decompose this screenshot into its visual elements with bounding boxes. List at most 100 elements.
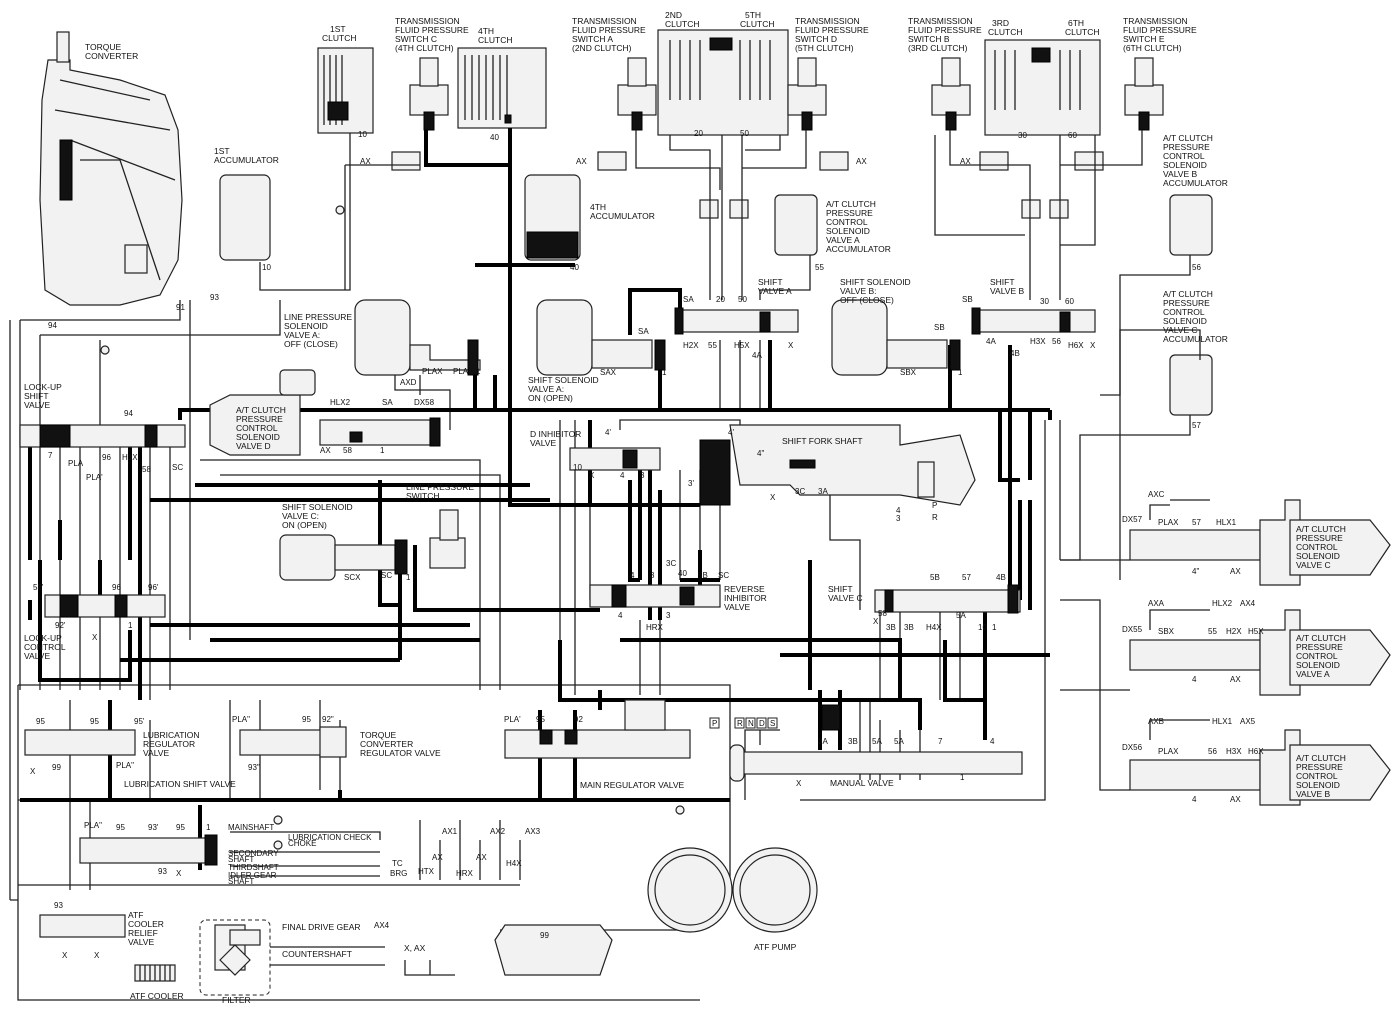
label-port-labels-p91: 91 [176, 303, 185, 312]
label-components-d-inhibitor-1: VALVE [530, 438, 556, 448]
label-d-inhibitor: D INHIBITOR VALVE [530, 429, 584, 448]
label-components-lubrication-regulator-2: VALVE [143, 748, 169, 758]
label-x-ax: X, AX [404, 943, 426, 953]
label-components-solenoid-d-0: A/T CLUTCH [236, 405, 286, 415]
label-port-labels-p30: 30 [1040, 297, 1049, 306]
label-shift-solenoid-c: SHIFT SOLENOID VALVE C: ON (OPEN) [282, 502, 355, 530]
label-components-lockup-control-0: LOCK-UP [24, 633, 62, 643]
label-port-labels-ax8: AX [1230, 795, 1241, 804]
label-components-reverse-inhibitor-2: VALVE [724, 602, 750, 612]
label-components-switch-d-0: TRANSMISSION [795, 16, 860, 26]
label-port-labels-p4b: 4B [1010, 349, 1020, 358]
label-port-labels-p4e: 4 [1192, 795, 1197, 804]
label-port-labels-p99b: 99 [540, 931, 549, 940]
label-atf-pump: ATF PUMP [754, 942, 797, 952]
label-components-accumulator-1st-1: ACCUMULATOR [214, 155, 279, 165]
label-port-labels-dx57: DX57 [1122, 515, 1143, 524]
at-solenoid-d-valve [209, 369, 441, 456]
label-port-labels-p4a: 4A [752, 351, 762, 360]
label-port-labels-acc55: 55 [815, 263, 824, 272]
label-components-tc-regulator-1: CONVERTER [360, 739, 413, 749]
shift-solenoid-c-valve [279, 534, 408, 581]
label-components-tc-regulator-2: REGULATOR VALVE [360, 748, 441, 758]
label-components-clutch-6th-0: 6TH [1068, 18, 1084, 28]
label-port-labels-ax3b: AX3 [525, 827, 541, 836]
label-port-labels-p3cb: 3C [666, 559, 676, 568]
label-port-labels-ax2: AX [576, 157, 587, 166]
label-port-labels-p20: 20 [716, 295, 725, 304]
label-port-labels-c30: 30 [1018, 131, 1027, 140]
label-port-labels-pla3: PLA' [86, 473, 103, 482]
port-labels: 10 40 20 50 30 60 AX AX AX AX 10 40 55 5… [30, 129, 1264, 960]
label-port-labels-h2x: H2X [683, 341, 699, 350]
label-port-labels-sc3: SC [718, 571, 729, 580]
label-components-accumulator-4th-0: 4TH [590, 202, 606, 212]
label-components-switch-e-0: TRANSMISSION [1123, 16, 1188, 26]
label-port-labels-dx55: DX55 [1122, 625, 1143, 634]
label-port-labels-p57b: 57 [1192, 518, 1201, 527]
label-acc-valve-a: A/T CLUTCH PRESSURE CONTROL SOLENOID VAL… [826, 199, 891, 254]
label-components-shift-solenoid-c-2: ON (OPEN) [282, 520, 327, 530]
label-switch-c: TRANSMISSION FLUID PRESSURE SWITCH C (4T… [395, 16, 471, 53]
label-lockup-control: LOCK-UP CONTROL VALVE [24, 633, 68, 661]
gear-position-r: R [737, 719, 743, 728]
label-port-labels-htx: HTX [418, 867, 435, 876]
label-components-solenoid-b-2: CONTROL [1296, 771, 1338, 781]
shaft-labels: MAINSHAFT SECONDARY SHAFT THIRDSHAFT IDL… [228, 823, 372, 886]
label-components-switch-d-3: (5TH CLUTCH) [795, 43, 854, 53]
label-components-reverse-inhibitor-1: INHIBITOR [724, 593, 767, 603]
pressure-switch-b [931, 57, 971, 131]
label-port-labels-x2: X [1090, 341, 1096, 350]
label-port-labels-p4pp: 4" [757, 449, 764, 458]
label-clutch-5th: 5TH CLUTCH [740, 10, 774, 29]
label-shift-valve-b: SHIFT VALVE B [990, 277, 1025, 296]
label-components-accumulator-1st-0: 1ST [214, 146, 229, 156]
label-port-labels-one9: 1 [206, 823, 211, 832]
label-port-labels-dx58: DX58 [414, 398, 435, 407]
label-port-labels-pla7: PLA" [84, 821, 102, 830]
label-port-labels-ax6: AX [1230, 567, 1241, 576]
label-components-solenoid-b-1: PRESSURE [1296, 762, 1343, 772]
label-port-labels-brg: BRG [390, 869, 407, 878]
label-components-line-pressure-switch-0: LINE PRESSURE [406, 482, 474, 492]
label-components-acc-valve-a-0: A/T CLUTCH [826, 199, 876, 209]
label-lubrication-regulator: LUBRICATION REGULATOR VALVE [143, 730, 202, 758]
label-port-labels-acc57: 57 [1192, 421, 1201, 430]
lockup-control-valve-body [44, 594, 166, 618]
label-components-solenoid-a-1: PRESSURE [1296, 642, 1343, 652]
label-port-labels-p92c: 92 [574, 715, 583, 724]
label-port-labels-p5b2: 5B [930, 573, 940, 582]
label-components-solenoid-c-1: PRESSURE [1296, 533, 1343, 543]
label-components-clutch-3rd-1: CLUTCH [988, 27, 1022, 37]
label-port-labels-plax3: PLAX [1158, 747, 1179, 756]
label-components-shift-solenoid-b-1: VALVE B: [840, 286, 877, 296]
label-components-accumulator-4th-1: ACCUMULATOR [590, 211, 655, 221]
at-solenoid-c-valve [1129, 499, 1391, 586]
label-port-labels-p3a: 3A [818, 487, 828, 496]
label-port-labels-p5a2: 5A [872, 737, 882, 746]
label-components-shafts-3: THIRDSHAFT [228, 863, 279, 872]
label-port-labels-h1x: H1X [122, 453, 138, 462]
label-port-labels-p55a: 55 [708, 341, 717, 350]
label-components-shift-valve-a-1: VALVE A [758, 286, 792, 296]
label-components-solenoid-c-2: CONTROL [1296, 542, 1338, 552]
label-components-switch-c-1: FLUID PRESSURE [395, 25, 469, 35]
clutch-1st [317, 47, 374, 134]
label-components-line-pressure-solenoid-3: OFF (CLOSE) [284, 339, 338, 349]
label-port-labels-p93d: 93 [54, 901, 63, 910]
label-components-solenoid-c-3: SOLENOID [1296, 551, 1340, 561]
label-port-labels-sbx2: SBX [1158, 627, 1175, 636]
accumulators [219, 174, 1213, 416]
label-components-lubrication-regulator-1: REGULATOR [143, 739, 195, 749]
label-port-labels-p96c: 96' [148, 583, 159, 592]
label-components-solenoid-c-0: A/T CLUTCH [1296, 524, 1346, 534]
shift-valve-c-body [874, 584, 1021, 614]
label-components-line-pressure-solenoid-1: SOLENOID [284, 321, 328, 331]
label-port-labels-acc10: 10 [262, 263, 271, 272]
label-components-acc-valve-c-3: SOLENOID [1163, 316, 1207, 326]
label-port-labels-p10b: 10 [978, 623, 987, 632]
label-components-shift-solenoid-a-1: VALVE A: [528, 384, 564, 394]
label-port-labels-det1: 4 [896, 506, 901, 515]
at-solenoid-b-valve [1129, 729, 1391, 806]
